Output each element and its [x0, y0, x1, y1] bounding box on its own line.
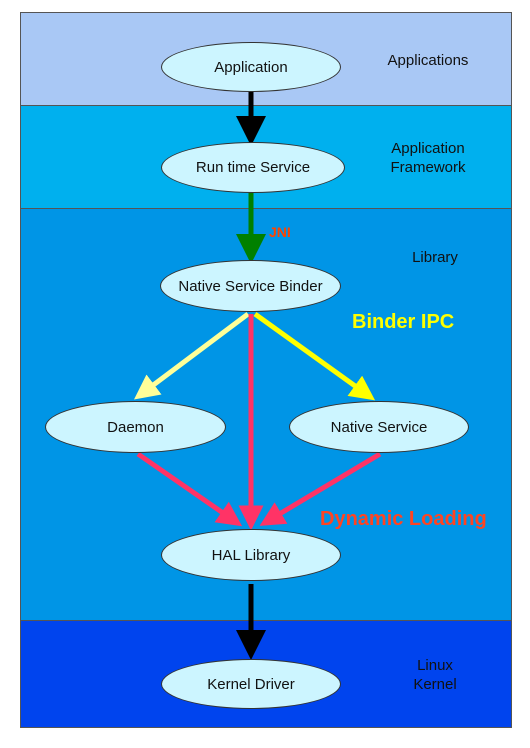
library-layer-label: Library: [412, 249, 458, 266]
arrow-native-service-to-hal: [259, 451, 382, 526]
binder-ipc-label: Binder IPC: [352, 311, 455, 333]
native-service-node: Native Service: [289, 401, 469, 453]
kernel-layer-label-line1: Linux: [417, 657, 453, 674]
daemon-node: Daemon: [45, 401, 226, 453]
runtime-service-node: Run time Service: [161, 142, 345, 193]
hal-library-node: HAL Library: [161, 529, 341, 581]
framework-layer-label-line2: Framework: [390, 159, 466, 176]
applications-layer-label: Applications: [387, 52, 469, 69]
arrow-binder-to-daemon: [134, 312, 250, 400]
kernel-driver-node: Kernel Driver: [161, 659, 341, 709]
arrow-daemon-to-hal: [136, 451, 243, 527]
framework-layer-label-line1: Application: [391, 140, 465, 157]
application-node: Application: [161, 42, 341, 92]
native-service-binder-node: Native Service Binder: [160, 260, 341, 312]
dynamic-loading-label: Dynamic Loading: [320, 508, 487, 530]
arrow-binder-to-native-service: [253, 311, 376, 401]
jni-label: JNI: [269, 224, 291, 240]
kernel-layer-label-line2: Kernel: [413, 676, 457, 693]
